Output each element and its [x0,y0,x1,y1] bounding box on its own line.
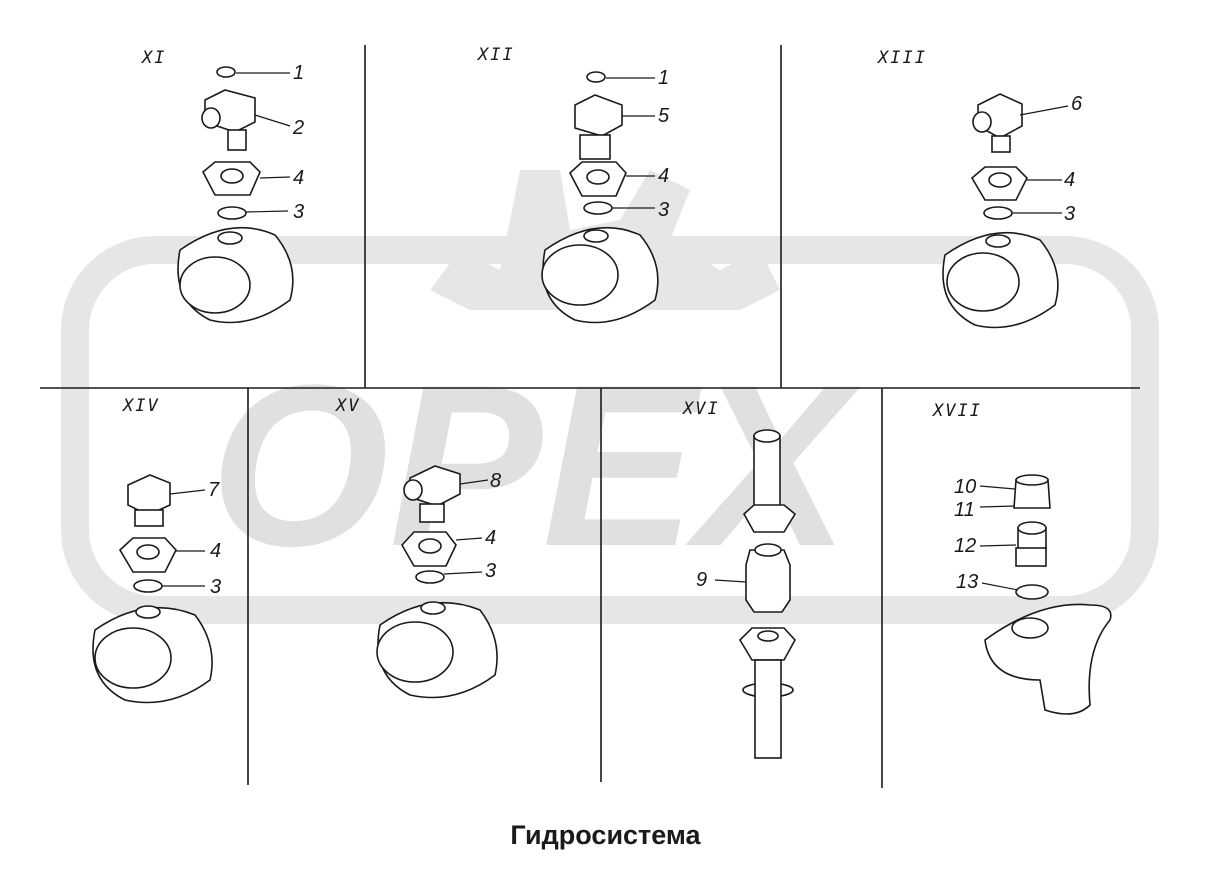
callout-1: 1 [658,67,669,89]
callout-2: 2 [292,117,304,139]
nut-part [738,627,796,661]
panel-label-xiii: XIII [876,48,927,68]
panel-xiv: 7 4 3 [92,474,221,704]
callout-4: 4 [210,540,221,562]
callout-3: 3 [1064,203,1075,225]
callout-13: 13 [956,571,978,593]
tube-part [753,435,781,517]
callout-3: 3 [658,199,669,221]
callout-4: 4 [1064,169,1075,191]
ring-part [583,201,613,215]
callout-4: 4 [485,527,496,549]
callout-10: 10 [954,476,976,498]
panel-xi: 1 2 4 3 [177,62,304,324]
callout-6: 6 [1071,93,1083,115]
callout-5: 5 [658,105,670,127]
callout-1: 1 [293,62,304,84]
ring-part [133,579,163,593]
panel-xvii: 10 11 12 13 [954,474,1112,715]
panel-label-xvi: XVI [681,399,720,419]
tube-part [754,659,782,759]
panel-xv: 8 4 3 [376,465,501,699]
panel-label-xv: XV [334,396,360,416]
callout-3: 3 [485,560,496,582]
callout-12: 12 [954,535,976,557]
callout-8: 8 [490,470,501,492]
callout-9: 9 [696,569,707,591]
callout-11: 11 [954,499,975,521]
ring-part [415,570,445,584]
union-part [745,549,791,613]
ring-part [983,206,1013,220]
panel-label-xi: XI [140,48,166,68]
ring-part [217,206,247,220]
callout-7: 7 [208,479,220,501]
callout-4: 4 [658,165,669,187]
panel-label-xvii: XVII [931,401,982,421]
panel-label-xiv: XIV [121,396,160,416]
callout-4: 4 [293,167,304,189]
panel-label-xii: XII [476,45,515,65]
panel-xvi: 9 [696,429,797,759]
nut-part [742,504,797,533]
fitting-part [574,94,623,137]
cap-part [586,71,606,83]
panel-grid [40,45,1140,788]
cap-part [216,66,236,78]
callout-3: 3 [293,201,304,223]
callout-3: 3 [210,576,221,598]
panel-xiii: 6 4 3 [942,93,1083,329]
diagram-title: Гидросистема [510,820,701,850]
panel-xii: 1 5 4 3 [541,67,670,324]
ring-part [1015,584,1049,600]
elbow-fitting-part [127,474,171,516]
